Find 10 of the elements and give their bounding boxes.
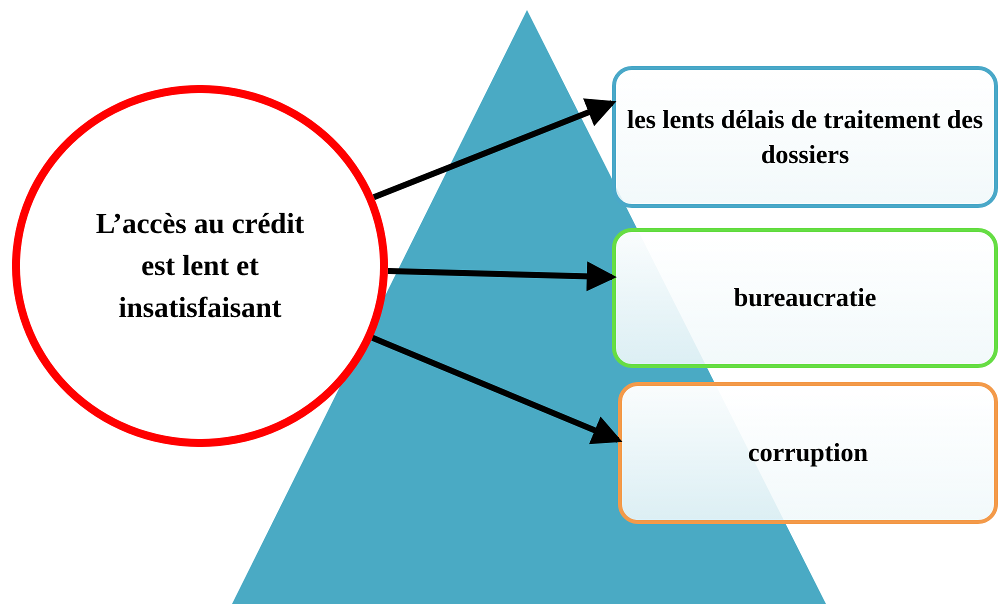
node-text: les lents délais de traitement des dossiers [626, 104, 984, 171]
node-text: corruption [748, 437, 868, 470]
rounded-box [618, 382, 998, 524]
arrow [388, 261, 617, 292]
node-text: L’accès au crédit est lent et insatisfaisant [94, 206, 306, 326]
rounded-box [612, 228, 998, 368]
arrow [372, 98, 616, 200]
rounded-box [612, 66, 998, 208]
node-text: bureaucratie [734, 282, 876, 314]
arrow [371, 335, 622, 444]
